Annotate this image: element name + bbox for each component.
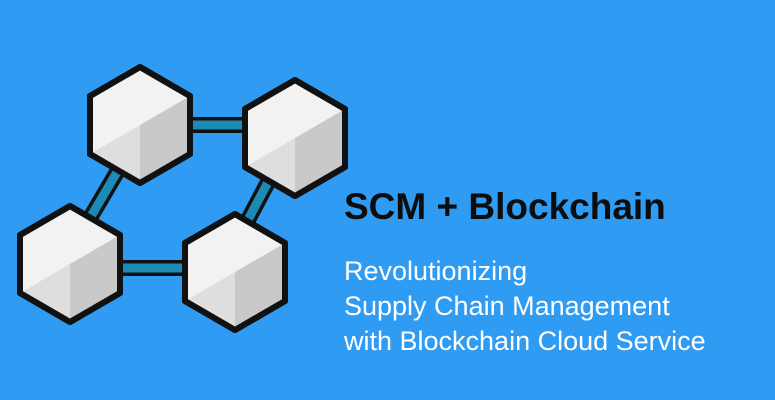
cube-top-left [90, 67, 190, 183]
cube-bottom-right [185, 214, 285, 330]
headline: SCM + Blockchain [344, 186, 666, 227]
blockchain-cubes-icon [0, 0, 360, 360]
subtitle: Revolutionizing Supply Chain Management … [344, 254, 706, 359]
subtitle-line-1: Revolutionizing [344, 256, 528, 286]
subtitle-line-3: with Blockchain Cloud Service [344, 326, 706, 356]
subtitle-line-2: Supply Chain Management [344, 291, 670, 321]
cube-top-right [245, 80, 345, 196]
cube-bottom-left [20, 206, 120, 322]
